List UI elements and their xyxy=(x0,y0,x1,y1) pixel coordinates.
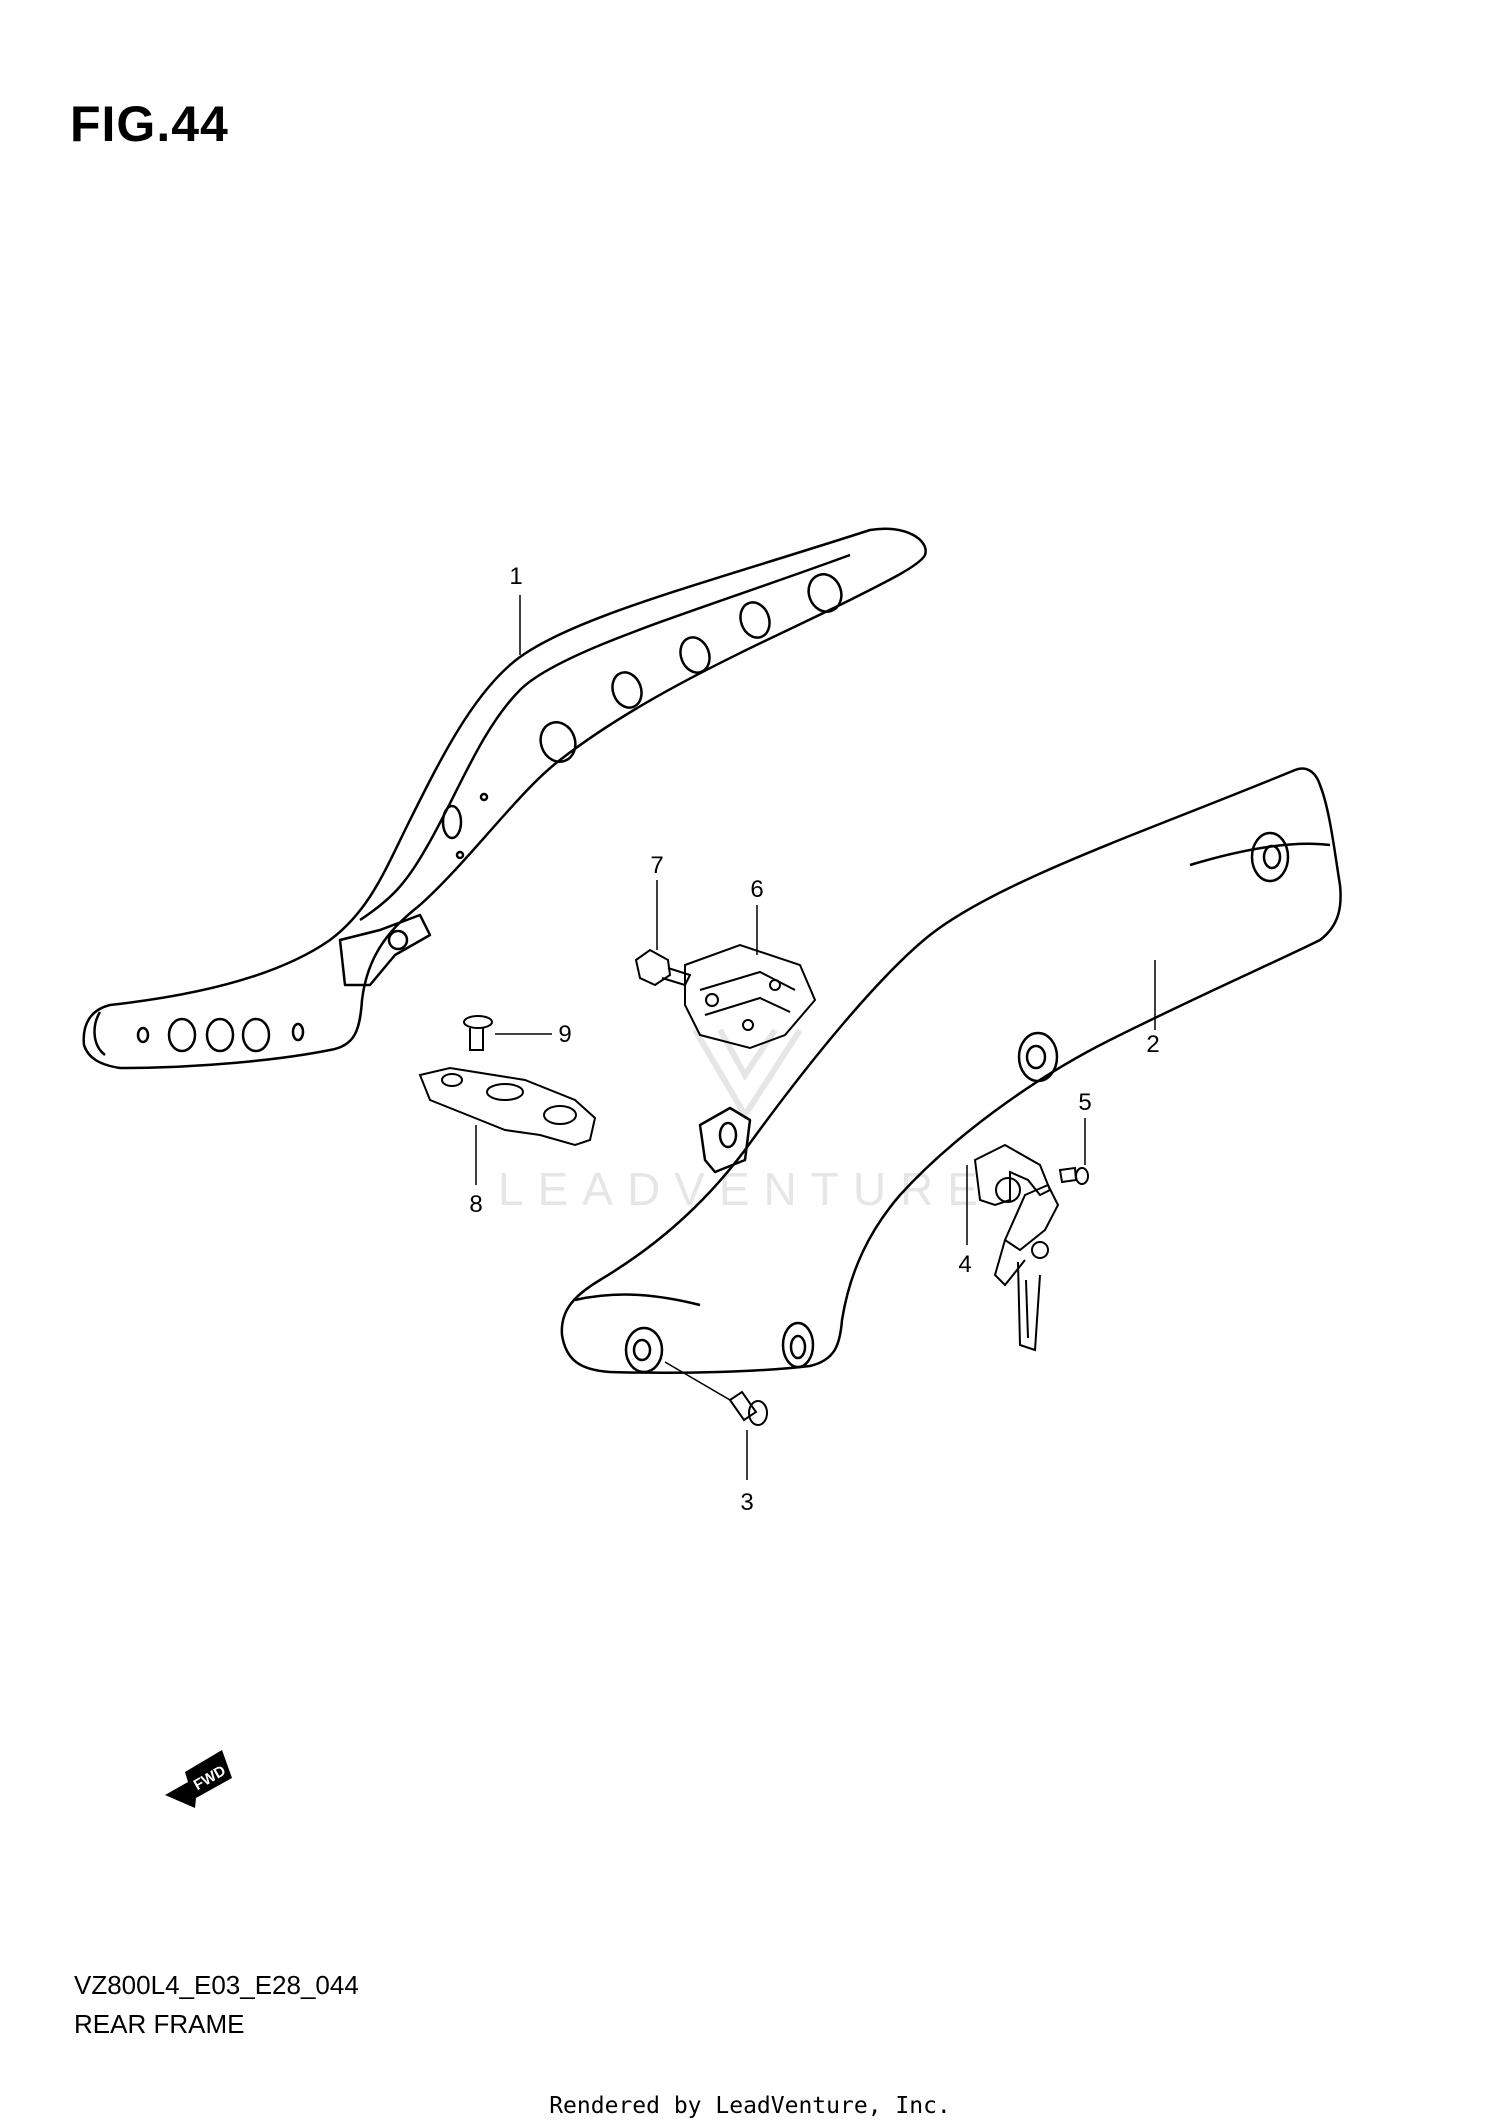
callout-2: 2 xyxy=(1146,1031,1159,1058)
rear-frame-right[interactable] xyxy=(560,767,1342,1374)
callout-8: 8 xyxy=(469,1191,482,1218)
callout-6: 6 xyxy=(750,876,763,903)
fwd-arrow-icon: FWD xyxy=(165,1750,232,1808)
callout-9: 9 xyxy=(558,1021,571,1048)
figure-title: FIG.44 xyxy=(70,96,229,152)
bolt-7[interactable] xyxy=(634,948,692,987)
rendered-by-credit: Rendered by LeadVenture, Inc. xyxy=(549,2093,951,2119)
diagram-name: REAR FRAME xyxy=(74,2009,245,2039)
bolt-3[interactable] xyxy=(728,1390,768,1426)
screw-5[interactable] xyxy=(1058,1166,1089,1185)
callout-4: 4 xyxy=(958,1251,971,1278)
callout-3: 3 xyxy=(740,1489,753,1516)
seat-lock-4[interactable] xyxy=(973,1143,1060,1352)
spacer-plate-8[interactable] xyxy=(418,1066,597,1147)
watermark-logo xyxy=(692,1028,803,1121)
callout-7: 7 xyxy=(650,852,663,879)
rear-frame-left[interactable] xyxy=(82,527,927,1070)
hinge-bracket-6[interactable] xyxy=(684,943,817,1050)
watermark-text: LEADVENTURE xyxy=(498,1163,992,1215)
screw-9[interactable] xyxy=(463,1015,493,1051)
diagram-code: VZ800L4_E03_E28_044 xyxy=(74,1970,359,2000)
leader-3-upper xyxy=(664,1361,731,1401)
callout-1: 1 xyxy=(509,563,522,590)
callout-5: 5 xyxy=(1078,1089,1091,1116)
